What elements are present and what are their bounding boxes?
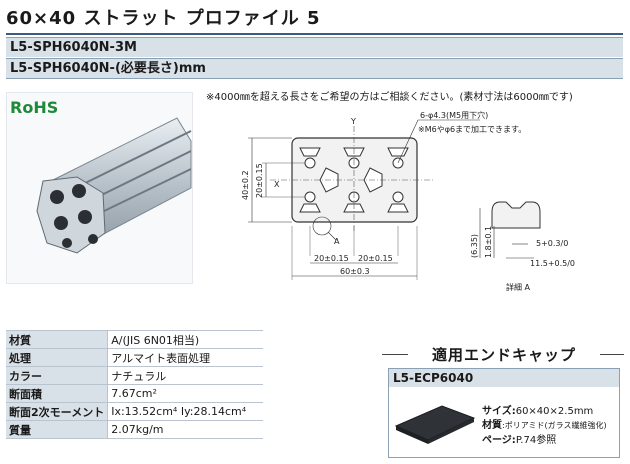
header-rule — [6, 78, 623, 79]
endcap-page: ページ:P.74参照 — [482, 431, 556, 446]
axis-y-label: Y — [350, 117, 356, 126]
dim-width-left: 20±0.15 — [314, 254, 349, 263]
spec-row-color: カラーナチュラル — [6, 366, 263, 385]
tap-note: ※M6やφ6まで加工できます。 — [418, 124, 526, 134]
spec-row-treatment: 処理アルマイト表面処理 — [6, 348, 263, 367]
endcap-page-key: ページ: — [482, 435, 516, 446]
spec-value: Ix:13.52cm⁴ Iy:28.14cm⁴ — [107, 402, 263, 421]
spec-value: ナチュラル — [107, 366, 263, 385]
length-note: ※4000㎜を超える長さをご希望の方はご相談ください。(素材寸法は6000㎜です… — [206, 92, 573, 103]
cross-section-drawing: X Y 6-φ4.3(M5用下穴) ※M6やφ6まで加工できます。 40±0.2… — [241, 110, 575, 292]
endcap-title: 適用エンドキャップ — [431, 346, 576, 364]
endcap-box — [388, 368, 620, 458]
dim-height-outer: 40±0.2 — [241, 170, 250, 200]
detail-height-2: 1.8±0.1 — [484, 226, 493, 258]
endcap-image — [394, 405, 476, 444]
endcap-material-key: 材質 — [482, 420, 502, 431]
detail-width-1: 5+0.3/0 — [536, 239, 568, 248]
detail-height-1: (6.35) — [470, 234, 479, 258]
center-holes — [304, 157, 404, 203]
detail-label: 詳細 A — [506, 282, 531, 292]
spec-value: 2.07kg/m — [107, 420, 263, 439]
page-title: 60×40 ストラット プロファイル 5 — [6, 8, 321, 29]
endcap-size: サイズ:60×40×2.5mm — [482, 402, 593, 417]
axis-x-label: X — [274, 180, 280, 189]
spec-value: アルマイト表面処理 — [107, 348, 263, 367]
product-code-3m: L5-SPH6040N-3M — [6, 37, 623, 57]
spec-value: A/(JIS 6N01相当) — [107, 330, 263, 349]
endcap-title-line-right — [600, 354, 624, 355]
endcap-size-value: 60×40×2.5mm — [515, 406, 594, 417]
detail-width-2: 11.5+0.5/0 — [530, 259, 575, 268]
spec-key: 材質 — [6, 330, 109, 349]
detail-ref: A — [334, 237, 340, 246]
hole-note: 6-φ4.3(M5用下穴) — [420, 110, 488, 120]
endcap-title-line-left — [382, 354, 408, 355]
product-photo — [6, 92, 193, 284]
profile-photo-illustration — [36, 117, 192, 254]
detail-a-view — [491, 201, 541, 229]
endcap-material: 材質:ポリアミド(ガラス繊維強化) — [482, 416, 607, 431]
product-code-custom: L5-SPH6040N-(必要長さ)mm — [6, 58, 623, 78]
spec-key: 処理 — [6, 348, 109, 367]
spec-key: カラー — [6, 366, 109, 385]
dim-width-total: 60±0.3 — [340, 267, 370, 276]
spec-key: 断面2次モーメント — [6, 402, 109, 421]
endcap-code: L5-ECP6040 — [389, 369, 619, 387]
endcap-material-value: :ポリアミド(ガラス繊維強化) — [502, 421, 607, 430]
spec-value: 7.67cm² — [107, 384, 263, 403]
rohs-badge: RoHS — [10, 98, 59, 117]
endcap-page-value: P.74参照 — [515, 435, 557, 446]
spec-key: 断面積 — [6, 384, 109, 403]
dim-height-inner: 20±0.15 — [255, 163, 264, 198]
endcap-size-key: サイズ: — [482, 406, 516, 417]
spec-key: 質量 — [6, 420, 109, 439]
dim-width-right: 20±0.15 — [358, 254, 393, 263]
title-rule — [6, 33, 623, 35]
